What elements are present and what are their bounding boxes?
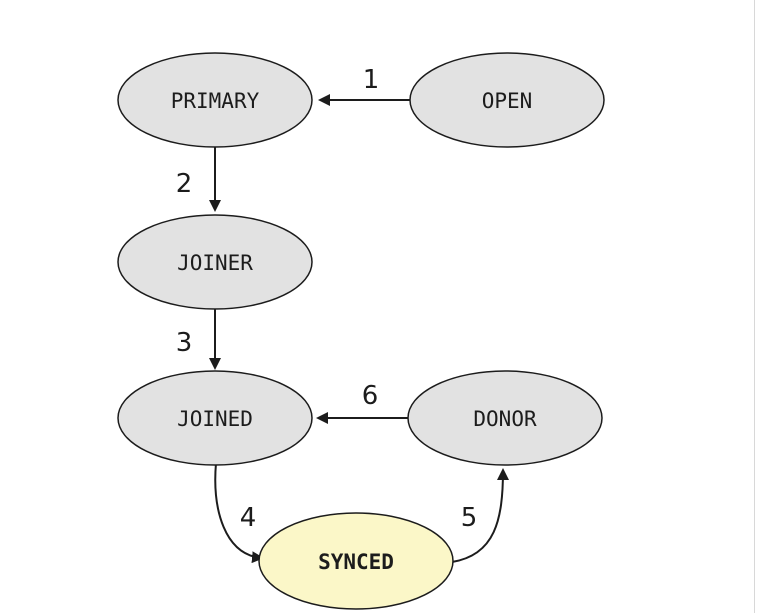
edge-joined-to-synced [214, 462, 264, 564]
edge-label-5: 5 [461, 503, 478, 533]
node-synced: SYNCED [258, 512, 454, 610]
edge-label-4: 4 [240, 503, 257, 533]
edge-label-3: 3 [176, 328, 193, 358]
edge-synced-to-donor [451, 468, 509, 563]
node-primary-label: PRIMARY [171, 89, 260, 113]
node-open-label: OPEN [482, 89, 533, 113]
node-open: OPEN [409, 52, 605, 148]
edge-label-2: 2 [176, 169, 193, 199]
node-synced-label: SYNCED [318, 550, 394, 574]
node-joined-label: JOINED [177, 407, 253, 431]
node-primary-shape [117, 52, 313, 148]
edge-label-6: 6 [362, 381, 379, 411]
edge-labels: 1 2 3 4 5 6 [176, 65, 478, 533]
node-donor-shape [407, 370, 603, 466]
node-primary: PRIMARY [117, 52, 313, 148]
node-joiner-label: JOINER [177, 251, 253, 275]
node-joined-shape [117, 370, 313, 466]
node-open-shape [409, 52, 605, 148]
node-donor-label: DONOR [473, 407, 537, 431]
right-divider [754, 0, 755, 613]
node-synced-shape [258, 512, 454, 610]
edges [209, 94, 509, 564]
node-donor: DONOR [407, 370, 603, 466]
node-joined: JOINED [117, 370, 313, 466]
node-joiner-shape [117, 214, 313, 310]
edge-label-1: 1 [363, 65, 380, 95]
node-joiner: JOINER [117, 214, 313, 310]
